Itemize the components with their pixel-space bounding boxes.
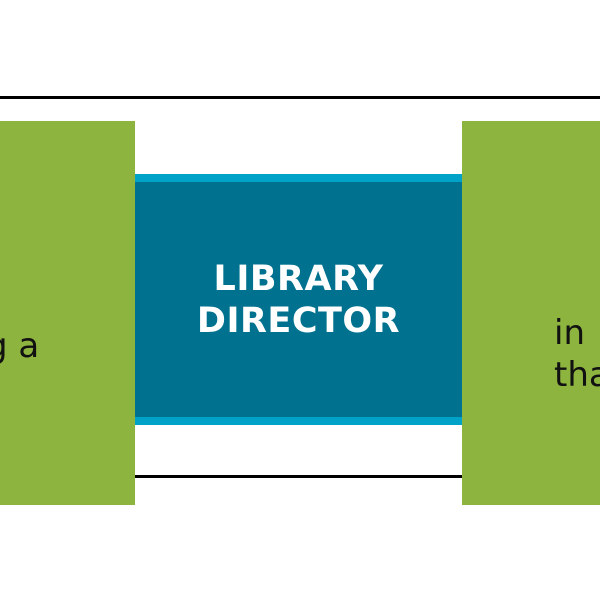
library-director-box: LIBRARY DIRECTOR [135, 174, 462, 425]
left-panel-text-fragment: g a [0, 326, 40, 366]
right-panel-text-line2: tha [554, 355, 600, 395]
library-director-title-line2: DIRECTOR [196, 300, 401, 341]
library-director-title-line1: LIBRARY [213, 258, 384, 299]
right-panel-text: in tha [554, 312, 600, 396]
right-panel-text-line1: in [554, 313, 585, 353]
connector-line-top [0, 96, 600, 99]
left-panel-text: g a [0, 325, 39, 367]
right-green-panel [462, 121, 600, 505]
connector-line-bottom [0, 475, 600, 478]
left-green-panel [0, 121, 135, 505]
